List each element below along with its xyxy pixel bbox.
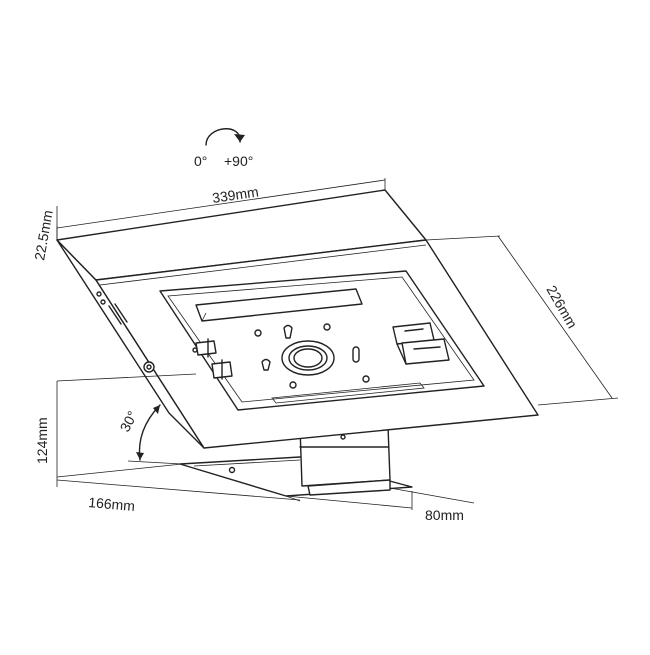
base-width-dimension: 80mm: [285, 487, 475, 523]
depth-dimension: 22.5mm: [31, 206, 58, 262]
keyhole-slot-lower: [261, 358, 271, 371]
side-lock-knob: [143, 361, 155, 373]
inner-frame: [159, 270, 485, 411]
mount-hub: [281, 340, 335, 376]
slot-mark: [352, 346, 360, 363]
left-clip-brackets: [195, 338, 233, 380]
keyhole-slot-upper: [283, 324, 293, 339]
stand-column: [299, 425, 391, 496]
side-face-details: [96, 291, 128, 325]
rotation-indicator: 0° +90°: [194, 128, 253, 169]
rotation-arrow-icon: [205, 128, 241, 146]
stand-height-dimension: 124mm: [34, 373, 197, 478]
width-label: 339mm: [211, 183, 260, 206]
tablet-enclosure: [56, 189, 539, 449]
base-width-label: 80mm: [425, 507, 464, 523]
rotation-end-label: +90°: [224, 153, 253, 169]
base-length-label: 166mm: [88, 494, 136, 514]
depth-label: 22.5mm: [31, 209, 56, 262]
angle-arrowhead-icon: [136, 452, 144, 460]
base-length-dimension: 166mm: [56, 477, 301, 514]
angle-arrowhead-icon: [153, 405, 160, 414]
bottom-slot: [271, 382, 425, 404]
stand-height-label: 124mm: [34, 417, 50, 464]
arrowhead-icon: [234, 134, 245, 142]
top-slot: [195, 288, 363, 322]
rotation-start-label: 0°: [194, 153, 207, 169]
right-lock-bracket: [392, 322, 450, 365]
height-label: 226mm: [543, 283, 580, 331]
tilt-angle-label: 30°: [117, 408, 141, 434]
